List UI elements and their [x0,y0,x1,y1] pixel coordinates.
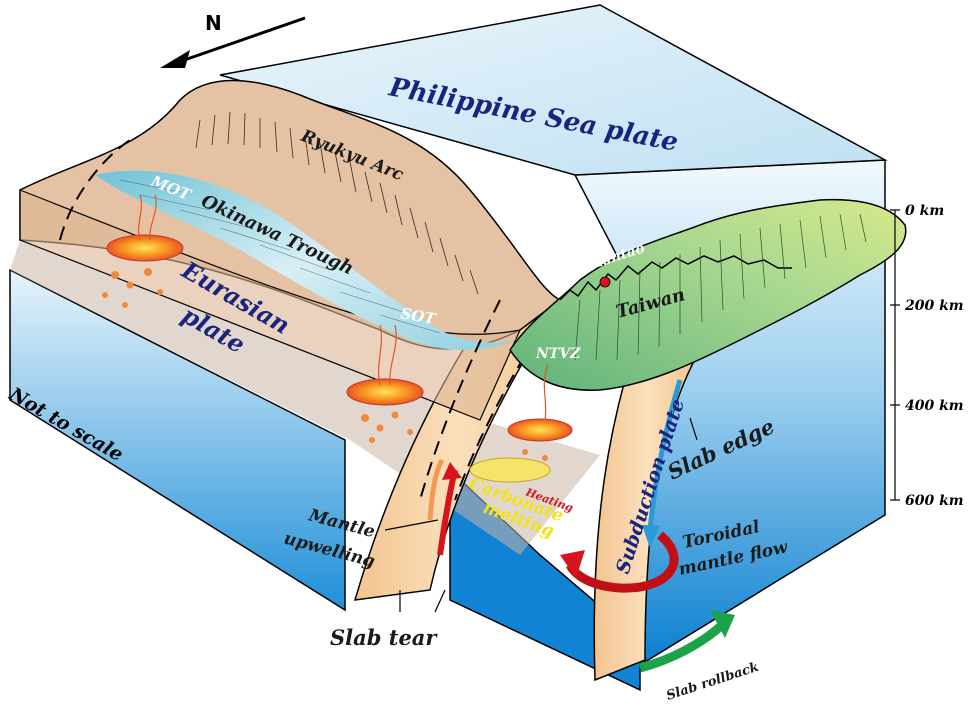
kueishantao-marker [599,276,611,288]
depth-label-200: 200 km [904,298,964,314]
slab-rollback-label: Slab rollback [665,660,761,704]
depth-scale [890,209,900,501]
north-label: N [205,11,222,35]
north-arrow [160,16,306,68]
magma-conduits [137,194,549,421]
melt-zone-ntvz [507,418,573,442]
slab-tear-label: Slab tear [330,625,438,650]
slab-edge-flow-arrow [647,379,683,531]
ntvz-label: NTVZ [535,346,581,362]
slab-rollback-arrowhead [710,610,735,638]
taiwan-ridge [559,255,792,301]
depth-label-0: 0 km [905,203,944,219]
arc-hatch-lines [195,111,479,295]
melt-zone-sot [346,378,424,406]
toroidal-flow-arrowhead [560,550,585,578]
slab-edge-pointer [689,417,698,441]
mantle-upwelling-arrow-orange [427,458,445,521]
melt-droplets [102,268,548,461]
melt-zones [106,234,573,483]
pointer-lines [384,519,446,613]
taiwan-hatch-lines [574,213,867,361]
taiwan-island [509,198,907,391]
mantle-upwelling-arrowhead [442,462,462,480]
carbonate-melt-zone [469,457,551,483]
slab-rollback-arrow [638,621,726,673]
eurasian-front-face [9,268,346,612]
trough-hatch-lines [119,179,441,334]
slab-edge-flow-arrowhead [642,525,660,548]
depth-label-400: 400 km [905,398,964,414]
philippine-sea-top-face [219,4,888,176]
melt-zone-mot [106,234,184,262]
depth-label-600: 600 km [905,493,964,509]
toroidal-flow-arrow [565,531,679,593]
